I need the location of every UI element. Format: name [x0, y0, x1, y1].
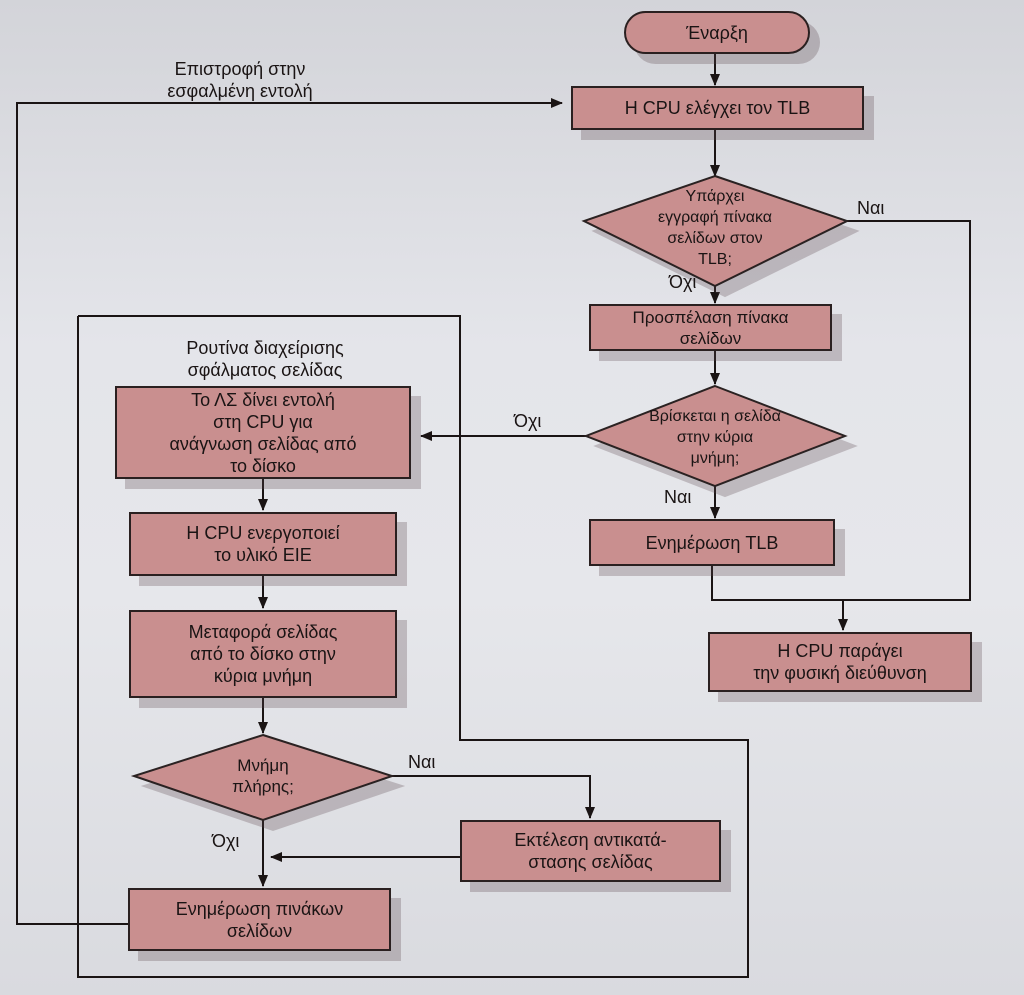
edge-update-tlb-to-physical: [711, 566, 848, 631]
fault-routine-title: Ρουτίνα διαχείρισης σφάλματος σελίδας: [186, 338, 344, 380]
update-page-tables-box: Ενημέρωση πινάκων σελίδων: [128, 888, 391, 951]
edge-fullq-yes-to-replace: [392, 775, 595, 819]
start-node: Έναρξη: [624, 11, 810, 54]
access-page-table-box: Προσπέλαση πίνακα σελίδων: [589, 304, 832, 351]
memory-yes-label: Ναι: [664, 487, 692, 507]
fault-routine-boundary: [77, 315, 749, 978]
edge-return-to-instruction: [16, 98, 563, 925]
page-in-memory-question: Βρίσκεται η σελίδα στην κύρια μνήμη;: [649, 407, 781, 467]
memory-full-diamond: [130, 733, 396, 822]
transfer-page-box: Μεταφορά σελίδας από το δίσκο στην κύρια…: [129, 610, 397, 698]
memory-full-question: Μνήμη πλήρης;: [232, 756, 294, 796]
tlb-yes-label: Ναι: [857, 198, 885, 218]
page-replacement-box: Εκτέλεση αντικατά- στασης σελίδας: [460, 820, 721, 882]
edge-tlbq-yes-to-physical: [843, 220, 971, 601]
page-in-memory-diamond: [583, 384, 848, 488]
update-tlb-box: Ενημέρωση TLB: [589, 519, 835, 566]
full-no-label: Όχι: [212, 831, 240, 851]
os-instructs-cpu-box: Το ΛΣ δίνει εντολή στη CPU για ανάγνωση …: [115, 386, 411, 479]
memory-no-label: Όχι: [514, 411, 542, 431]
tlb-no-label: Όχι: [669, 272, 697, 292]
tlb-entry-question: Υπάρχει εγγραφή πίνακα σελίδων στον TLB;: [657, 188, 773, 268]
cpu-checks-tlb-box: Η CPU ελέγχει τον TLB: [571, 86, 864, 130]
cpu-activates-dma-box: Η CPU ενεργοποιεί το υλικό ΕΙΕ: [129, 512, 397, 576]
generate-physical-address-box: Η CPU παράγει την φυσική διεύθυνση: [708, 632, 972, 692]
tlb-entry-diamond: [581, 174, 850, 288]
return-to-faulted-label: Επιστροφή στην εσφαλμένη εντολή: [167, 59, 313, 101]
full-yes-label: Ναι: [408, 752, 436, 772]
